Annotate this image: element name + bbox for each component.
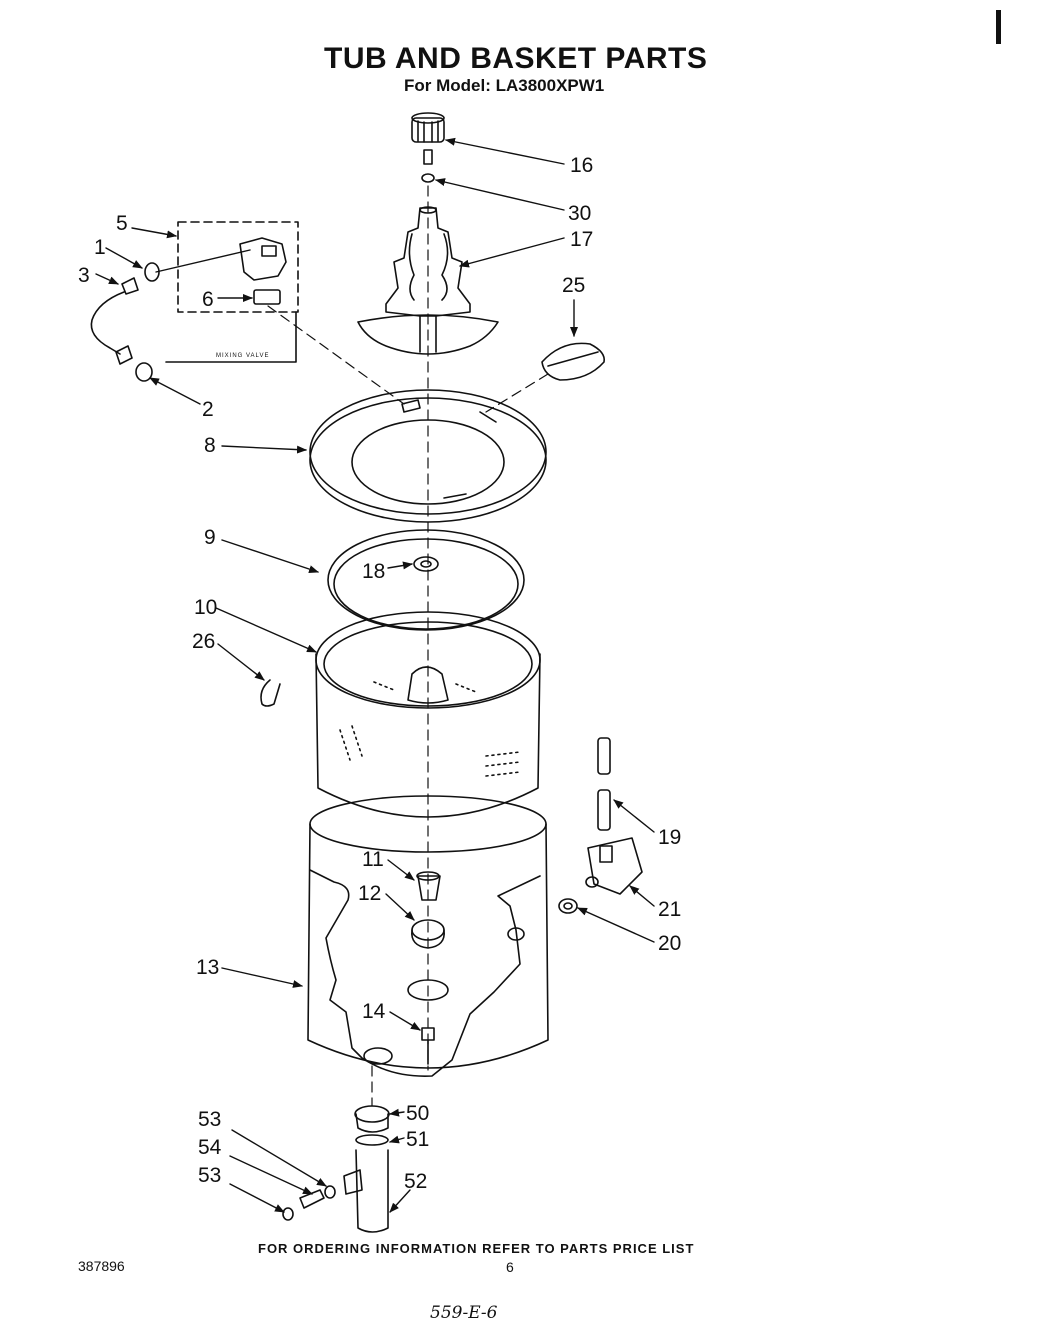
callout-16: 16: [570, 154, 594, 177]
page-number: 6: [506, 1259, 514, 1275]
callout-51: 51: [406, 1128, 430, 1151]
callout-11: 11: [362, 848, 384, 871]
callout-14: 14: [362, 1000, 386, 1023]
callout-9: 9: [204, 526, 216, 549]
corner-registration-mark: [996, 10, 1001, 44]
callout-6: 6: [202, 288, 214, 311]
small-cover-part: [541, 342, 606, 381]
callout-52: 52: [404, 1170, 428, 1193]
callout-50: 50: [406, 1102, 430, 1125]
callout-26: 26: [192, 630, 216, 653]
callout-20: 20: [658, 932, 682, 955]
callout-3: 3: [78, 264, 90, 287]
callout-21: 21: [658, 898, 682, 921]
callout-2: 2: [202, 398, 214, 421]
callout-19: 19: [658, 826, 682, 849]
leader-arrows: [95, 137, 655, 1213]
callout-30: 30: [568, 202, 592, 225]
seal-ring-part: [327, 529, 525, 631]
clip-part: [260, 679, 281, 707]
handwritten-code: 559-E-6: [430, 1303, 498, 1323]
model-subtitle: For Model: LA3800XPW1: [404, 76, 605, 95]
callout-17: 17: [570, 228, 594, 251]
inlet-hose-part: [90, 262, 160, 382]
callout-1: 1: [94, 236, 106, 259]
callout-25: 25: [562, 274, 586, 297]
mixing-valve-inset: [165, 221, 299, 363]
callout-18: 18: [362, 560, 386, 583]
page-title: TUB AND BASKET PARTS: [324, 42, 708, 75]
callout-54: 54: [198, 1136, 222, 1159]
callout-53-upper: 53: [198, 1108, 222, 1131]
mixing-valve-label: MIXING VALVE: [216, 353, 269, 359]
callout-10: 10: [194, 596, 218, 619]
drain-parts: [282, 1105, 390, 1233]
alignment-lines: [267, 185, 549, 1107]
document-number: 387896: [78, 1258, 125, 1274]
callout-5: 5: [116, 212, 128, 235]
pump-assembly-part: [558, 737, 643, 914]
ordering-info-note: FOR ORDERING INFORMATION REFER TO PARTS …: [258, 1241, 695, 1256]
callout-12: 12: [358, 882, 382, 905]
callout-8: 8: [204, 434, 216, 457]
agitator-cap-part: [411, 112, 445, 183]
agitator-part: [357, 206, 499, 355]
callout-13: 13: [196, 956, 220, 979]
callout-53-lower: 53: [198, 1164, 222, 1187]
